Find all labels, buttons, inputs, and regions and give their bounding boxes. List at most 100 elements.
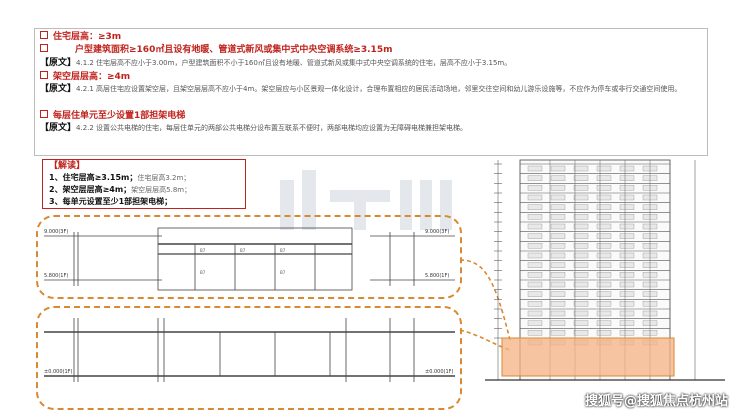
window (550, 185, 566, 191)
window (527, 310, 543, 317)
req-height-subtitle: 户型建筑面积≥160㎡且设有地暖、管道式新风或集中式中央空调系统≥3.15m (40, 44, 392, 56)
window (550, 281, 566, 288)
interpretation-header: 【解读】 (49, 161, 86, 171)
building-elevation (485, 159, 725, 381)
window (527, 204, 543, 210)
checkbox-icon (40, 44, 48, 52)
window (596, 320, 612, 326)
window (550, 291, 566, 297)
window (573, 320, 589, 326)
window (596, 310, 612, 317)
window (596, 243, 612, 249)
window (527, 262, 543, 268)
window (596, 252, 612, 259)
window (596, 214, 612, 220)
window (550, 243, 566, 249)
window (573, 272, 589, 278)
interpretation-box: 【解读】 1、住宅层高≥3.15m；住宅层高3.2m； 2、架空层层高≥4m；架… (42, 159, 246, 209)
window (527, 175, 543, 181)
room-label: B7 (200, 248, 206, 253)
window (619, 233, 635, 239)
window (527, 252, 543, 259)
room-label: B7 (200, 270, 206, 275)
window (596, 194, 612, 201)
window (527, 301, 543, 307)
source-watermark: 搜狐号@搜狐焦点杭州站 (584, 394, 728, 409)
req-podium-title: 架空层层高：≥4m (40, 71, 130, 83)
window (527, 272, 543, 278)
window (619, 243, 635, 249)
window (527, 330, 543, 336)
req-height-title: 住宅层高：≥3m (40, 31, 121, 43)
window (573, 204, 589, 210)
window (619, 165, 635, 172)
window (619, 185, 635, 191)
window (550, 165, 566, 172)
elevation-label: 9.000(3F) (425, 229, 449, 235)
window (550, 301, 566, 307)
window (573, 252, 589, 259)
window (527, 243, 543, 249)
window (550, 214, 566, 220)
req-elevator-title: 每层住单元至少设置1部担架电梯 (40, 110, 185, 122)
window (619, 194, 635, 201)
window (619, 310, 635, 317)
window (596, 272, 612, 278)
window (573, 301, 589, 307)
window (573, 262, 589, 268)
window (550, 330, 566, 336)
room-label: B7 (280, 248, 286, 253)
window (573, 185, 589, 191)
window (596, 301, 612, 307)
window (573, 243, 589, 249)
window (596, 281, 612, 288)
window (573, 233, 589, 239)
window (550, 233, 566, 239)
window (573, 281, 589, 288)
window (619, 301, 635, 307)
section-drawing: 9.000(3F) 5.800(1F) 9.000(3F) 5.800(1F) … (44, 227, 455, 382)
window (550, 272, 566, 278)
window (596, 223, 612, 230)
window (619, 320, 635, 326)
window (550, 175, 566, 181)
window (619, 214, 635, 220)
req-podium-source: 【原文】4.2.1 高层住宅应设置架空层，且架空层层高不应小于4m。架空层应与小… (40, 84, 682, 94)
window (596, 262, 612, 268)
window (596, 233, 612, 239)
window (596, 185, 612, 191)
window (527, 165, 543, 172)
interpretation-item: 3、每单元设置至少1部担架电梯； (49, 197, 173, 206)
elevation-label: ±0.000(1F) (425, 369, 454, 375)
window (550, 252, 566, 259)
window (619, 262, 635, 268)
window (527, 214, 543, 220)
window (527, 281, 543, 288)
window (619, 175, 635, 181)
window (596, 291, 612, 297)
podium-highlight (501, 337, 675, 377)
room-label: B7 (240, 248, 246, 253)
window (573, 310, 589, 317)
upper-section-frame (36, 215, 462, 299)
interpretation-item: 2、架空层层高≥4m；架空层层高5.8m； (49, 185, 192, 194)
window (527, 185, 543, 191)
window (527, 194, 543, 201)
window (550, 223, 566, 230)
window (573, 194, 589, 201)
window (527, 233, 543, 239)
checkbox-icon (40, 110, 48, 118)
requirements-box (34, 28, 708, 156)
window (550, 262, 566, 268)
window (527, 291, 543, 297)
window (596, 204, 612, 210)
window (619, 330, 635, 336)
checkbox-icon (40, 31, 48, 39)
window (619, 223, 635, 230)
window (573, 165, 589, 172)
window (596, 330, 612, 336)
window (550, 194, 566, 201)
window (573, 330, 589, 336)
window (619, 252, 635, 259)
window (573, 291, 589, 297)
